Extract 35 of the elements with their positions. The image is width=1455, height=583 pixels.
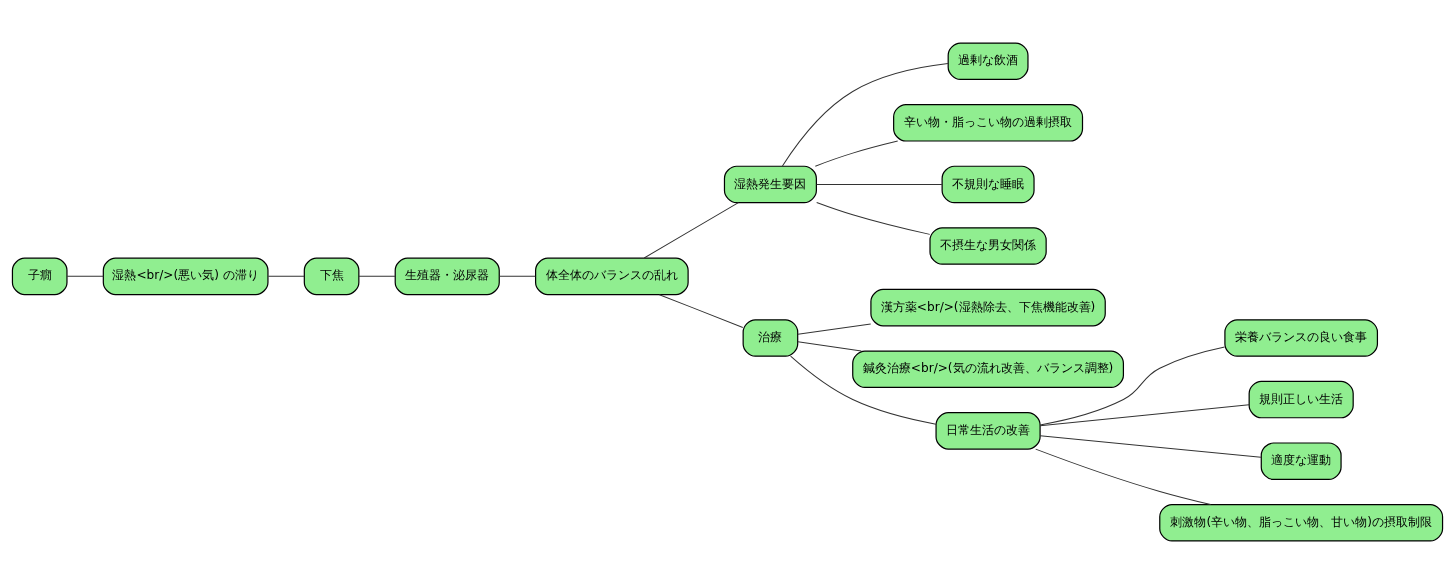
connector	[790, 355, 937, 425]
connector	[267, 275, 305, 277]
connector	[797, 340, 862, 351]
node-box: 生殖器・泌尿器	[394, 257, 500, 295]
node-box: 過剰な飲酒	[947, 41, 1029, 80]
connector	[1039, 434, 1262, 458]
connector	[1035, 448, 1212, 505]
node-box: 栄養バランスの良い食事	[1224, 318, 1379, 357]
connector	[66, 275, 104, 277]
connector	[1039, 403, 1250, 426]
node-box: 辛い物・脂っこい物の過剰摂取	[893, 103, 1084, 142]
node-box: 下焦	[303, 257, 360, 295]
connector	[358, 275, 396, 277]
node-box: 子癇	[11, 257, 68, 295]
node-box: 漢方薬<br/>(湿熱除去、下焦機能改善)	[870, 288, 1106, 326]
node-box: 湿熱発生要因	[723, 165, 817, 203]
node-box: 刺激物(辛い物、脂っこい物、甘い物)の摂取制限	[1159, 503, 1444, 542]
connector	[814, 140, 899, 167]
connector	[499, 275, 536, 277]
connector	[1039, 346, 1226, 425]
connector	[797, 323, 872, 335]
node-box: 鍼灸治療<br/>(気の流れ改善、バランス調整)	[852, 349, 1124, 388]
connector	[643, 201, 739, 258]
connector	[816, 183, 943, 185]
node-box: 不規則な睡眠	[941, 165, 1035, 203]
node-box: 治療	[742, 318, 799, 357]
node-box: 不摂生な男女関係	[929, 226, 1047, 265]
node-box: 適度な運動	[1260, 441, 1342, 480]
connector	[816, 201, 931, 235]
node-box: 体全体のバランスの乱れ	[535, 257, 689, 295]
node-box: 日常生活の改善	[935, 411, 1041, 450]
node-box: 規則正しい生活	[1248, 380, 1354, 418]
node-box: 湿熱<br/>(悪い気) の滞り	[102, 257, 269, 295]
connector	[658, 293, 744, 328]
connector	[781, 62, 949, 166]
